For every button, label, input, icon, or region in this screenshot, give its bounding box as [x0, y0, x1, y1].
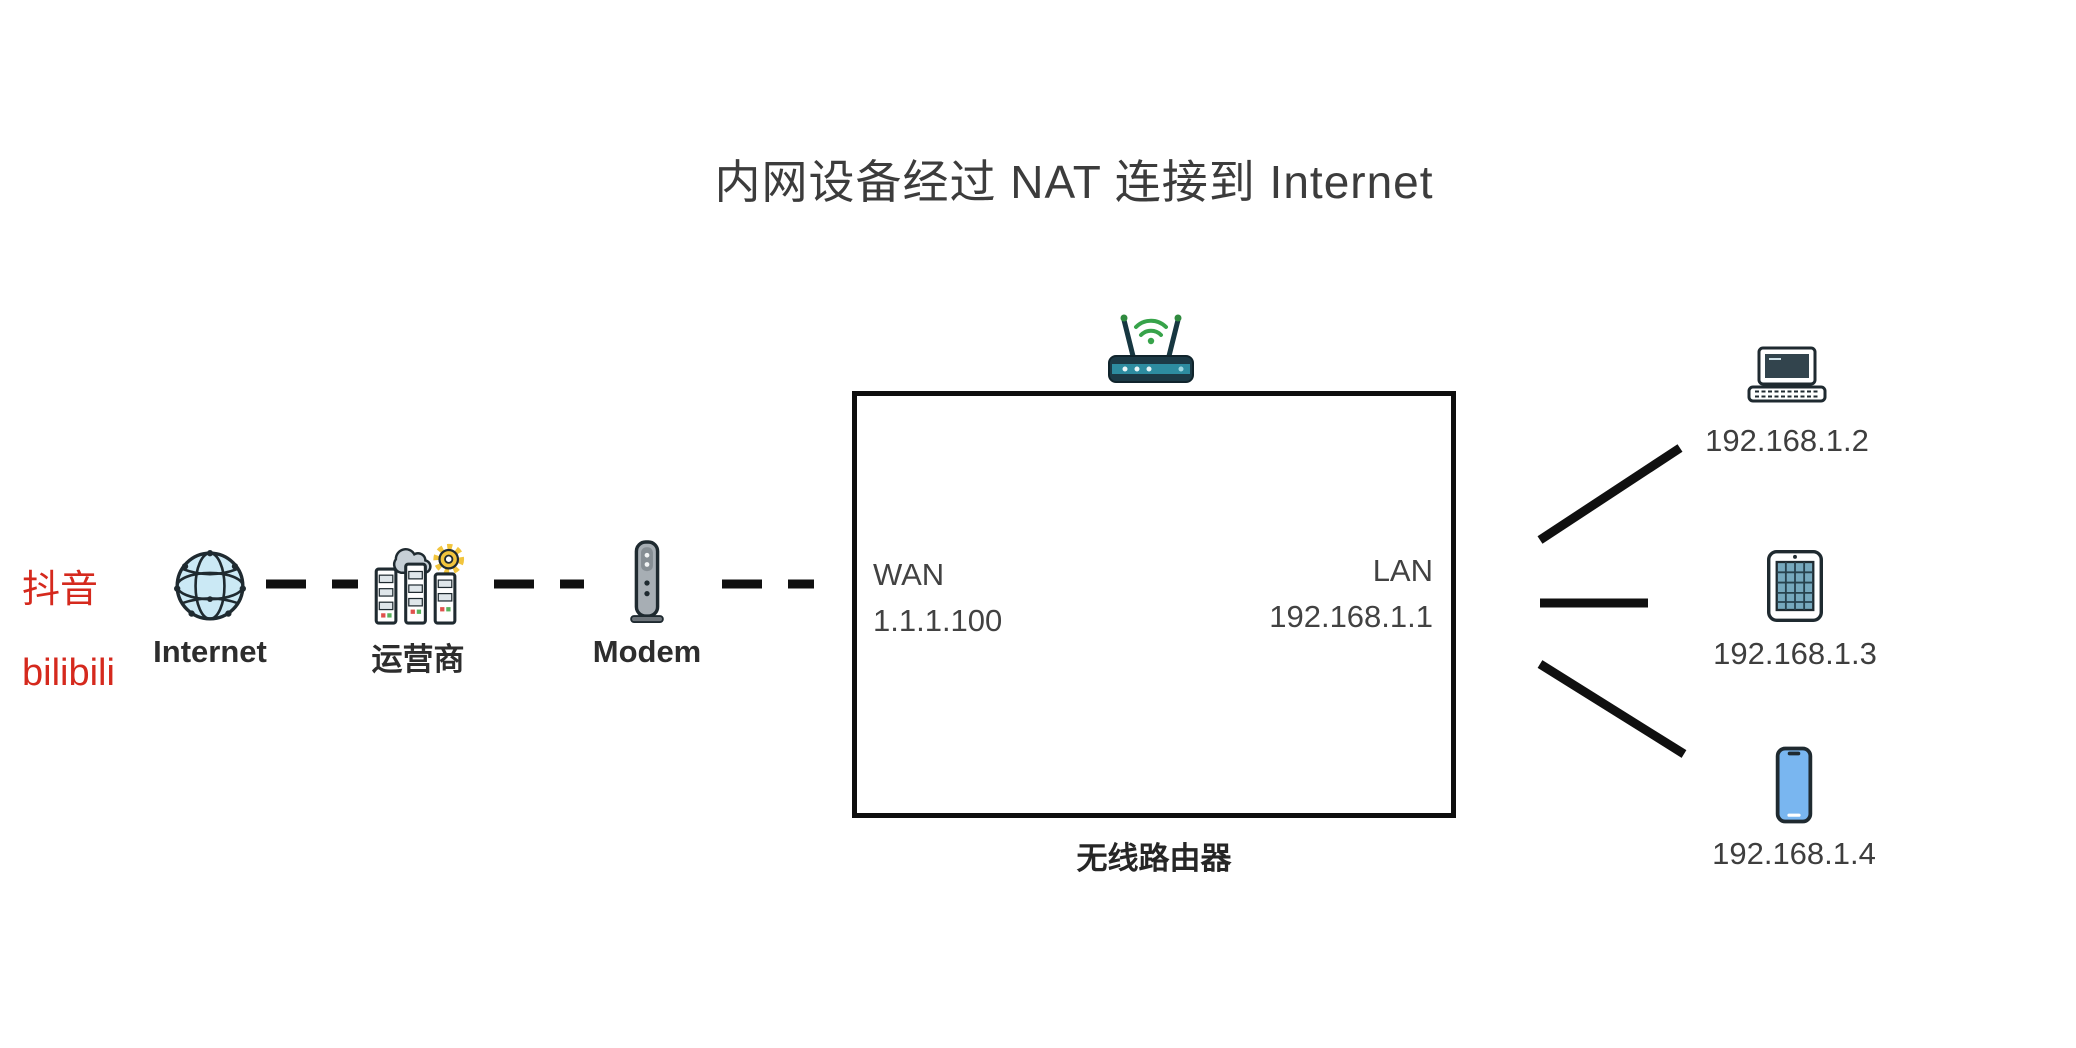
router-caption: 无线路由器: [1076, 841, 1232, 876]
isp-servers-icon: [374, 543, 465, 625]
annotation-bilibili: bilibili: [22, 652, 115, 694]
internet-icon-box: [168, 536, 252, 628]
wifi-router-icon: [1108, 314, 1194, 383]
node-modem: Modem: [592, 536, 702, 670]
modem-label: Modem: [592, 634, 702, 669]
wan-ip: 1.1.1.100: [873, 603, 1003, 638]
internet-label: Internet: [153, 634, 267, 669]
lan-ip: 192.168.1.1: [1269, 599, 1433, 634]
modem-icon-box: [627, 536, 667, 628]
laptop-icon: [1747, 346, 1827, 403]
tablet-ip: 192.168.1.3: [1713, 636, 1877, 671]
wan-info: WAN 1.1.1.100: [873, 552, 1002, 644]
diagram-title: 内网设备经过 NAT 连接到 Internet: [714, 156, 1434, 208]
node-internet: Internet: [140, 536, 280, 670]
device-laptop: 192.168.1.2: [1697, 345, 1877, 459]
wire-router-laptop: [1537, 444, 1683, 544]
router-icon-wrap: [1103, 310, 1199, 393]
lan-label: LAN: [1372, 553, 1433, 588]
wire-router-phone: [1537, 660, 1687, 758]
device-phone: 192.168.1.4: [1704, 746, 1884, 872]
phone-icon: [1775, 746, 1813, 824]
wan-label: WAN: [873, 557, 945, 592]
lan-info: LAN 192.168.1.1: [1269, 548, 1433, 640]
annotation-douyin: 抖音: [22, 569, 99, 611]
tablet-icon: [1767, 550, 1823, 622]
node-isp: 运营商: [342, 536, 494, 679]
modem-icon: [630, 540, 664, 623]
device-tablet: 192.168.1.3: [1705, 548, 1885, 672]
isp-label: 运营商: [371, 642, 465, 677]
laptop-ip: 192.168.1.2: [1705, 423, 1869, 458]
router-box: WAN 1.1.1.100 LAN 192.168.1.1: [852, 391, 1456, 818]
phone-ip: 192.168.1.4: [1712, 836, 1876, 871]
isp-icon-box: [370, 536, 466, 628]
internet-globe-icon: [174, 550, 246, 621]
